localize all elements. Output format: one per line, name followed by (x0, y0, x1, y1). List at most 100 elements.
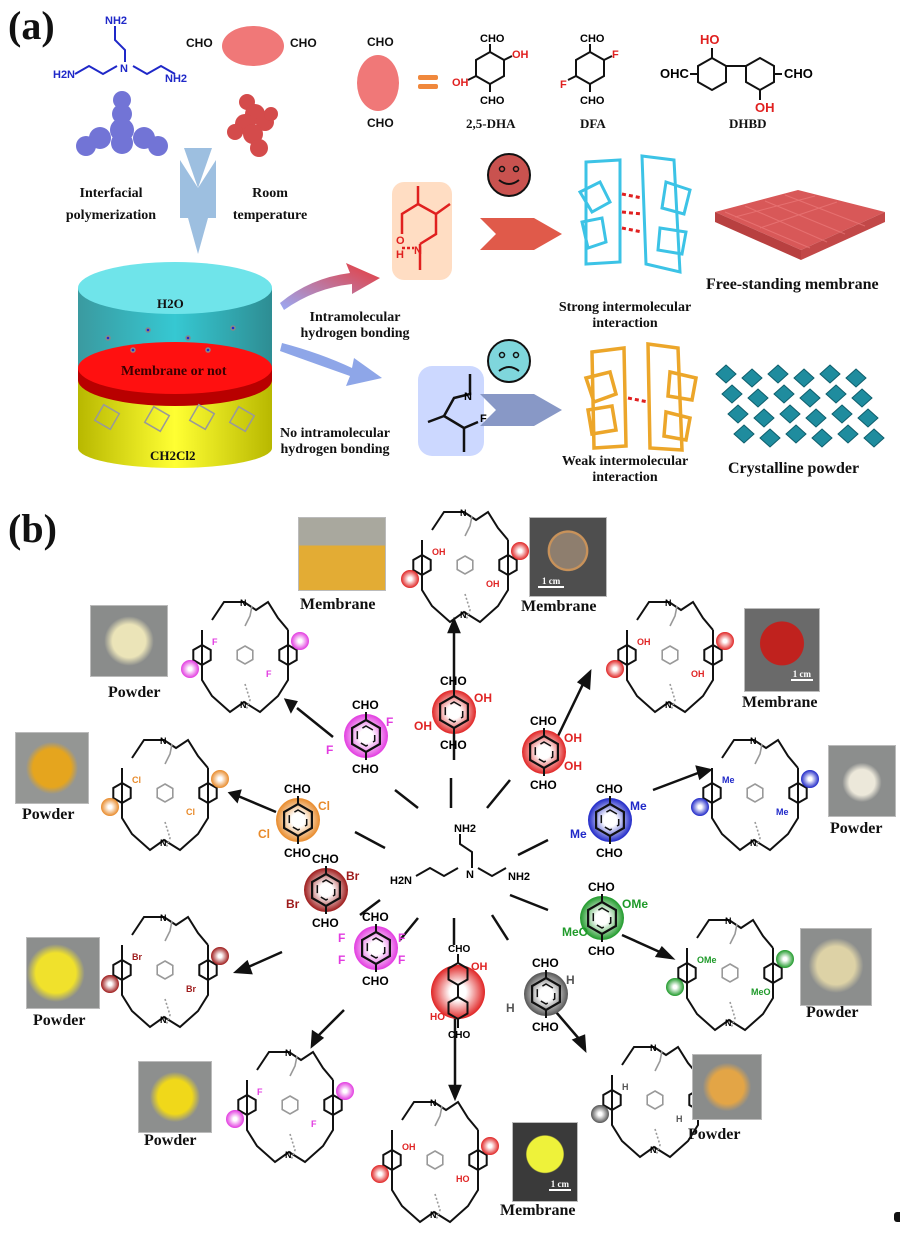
condition-line: polymerization (65, 208, 157, 223)
photo-vial-yellow (298, 517, 386, 591)
hbond-label-line: Intramolecular (309, 310, 401, 325)
outcome-label: Powder (108, 684, 161, 701)
happy-face-icon (487, 153, 531, 197)
crystal (793, 368, 815, 388)
photo-yellow-membrane: 1 cm (512, 1122, 578, 1202)
cage-n: N (725, 1018, 732, 1028)
frag2-n: N (464, 391, 472, 403)
crystal (851, 388, 873, 408)
dha-structure: CHO CHO OH OH (452, 33, 529, 107)
cage-substituent: Me (722, 775, 735, 785)
panel-b-label: (b) (8, 506, 57, 551)
cage-substituent: H (676, 1114, 683, 1124)
outcome-label: Powder (806, 1004, 859, 1021)
highlight-sphere (344, 714, 388, 758)
cage-n: N (430, 1098, 437, 1108)
cho-bottom: CHO (532, 1020, 559, 1034)
substituent: Cl (318, 799, 330, 813)
substituent: F (326, 743, 333, 757)
no-hbond-label-line: No intramolecular (279, 426, 391, 441)
frag-o: O (396, 235, 405, 247)
photo-orange-yellow-powder (692, 1054, 762, 1120)
cho-top: CHO (448, 944, 470, 955)
highlight-sphere (522, 730, 566, 774)
cage-highlight-left (666, 978, 684, 996)
cage-highlight-left (691, 798, 709, 816)
arrow-to-hbond (280, 263, 380, 310)
cage-substituent: MeO (751, 987, 771, 997)
highlight-sphere (588, 798, 632, 842)
crystal (747, 388, 769, 408)
weak-interaction-label: Weak intermolecular interaction (550, 454, 700, 486)
highlight-sphere (304, 868, 348, 912)
condition-room-temp: Room temperature (225, 186, 315, 224)
arrow-strong (480, 218, 562, 250)
cho-top: CHO (532, 956, 559, 970)
cage-highlight-left (591, 1105, 609, 1123)
amine-h2n-left: H2N (53, 69, 75, 81)
arrow-weak (480, 394, 562, 426)
crystal (825, 384, 847, 404)
dfa-f-right: F (612, 49, 619, 61)
cho-bottom: CHO (588, 944, 615, 958)
crystalline-powder-label: Crystalline powder (728, 460, 860, 477)
generic-cho-right: CHO (290, 36, 317, 50)
crystal (837, 424, 859, 444)
dhbd-cho: CHO (784, 66, 813, 81)
cage-n: N (430, 1210, 437, 1220)
cho-top: CHO (596, 782, 623, 796)
cage-n: N (285, 1150, 292, 1160)
center-nh2-top: NH2 (454, 823, 476, 835)
membrane-sheet (715, 190, 885, 260)
substituent: OH (414, 719, 432, 733)
dhbd-ohc: OHC (660, 66, 690, 81)
dha-oh-left: OH (452, 77, 469, 89)
outcome-label: Membrane (500, 1202, 576, 1219)
cage-substituent: Cl (186, 807, 195, 817)
photo-orange-powder (15, 732, 89, 804)
cage-highlight-left (401, 570, 419, 588)
no-hbond-label: No intramolecular hydrogen bonding (270, 426, 400, 458)
substituent: F (386, 715, 393, 729)
cage-highlight-right (511, 542, 529, 560)
crystal (831, 404, 853, 424)
dfa-name: DFA (580, 116, 606, 131)
oval-cho-top: CHO (367, 35, 394, 49)
hbond-label-line: hydrogen bonding (300, 326, 410, 341)
edge-mark (894, 1212, 900, 1222)
cage-substituent: OH (432, 547, 446, 557)
dha-cho-bottom: CHO (480, 95, 505, 107)
cage-highlight-right (291, 632, 309, 650)
crystal (753, 408, 775, 428)
hbond-fragment: O H N (392, 182, 452, 280)
cage-substituent: H (622, 1082, 629, 1092)
photo-pale-yellow-powder (90, 605, 168, 677)
substituent: OH (471, 961, 488, 973)
cage-highlight-right (716, 632, 734, 650)
dha-oh-right: OH (512, 49, 529, 61)
cage-n: N (240, 700, 247, 710)
crystal (733, 424, 755, 444)
panel-a-label: (a) (8, 3, 55, 48)
substituent: F (338, 953, 345, 967)
cage-highlight-right (776, 950, 794, 968)
cage-n: N (750, 838, 757, 848)
substituent: OMe (622, 897, 648, 911)
dhbd-ho: HO (700, 32, 720, 47)
crystal (773, 384, 795, 404)
aldehyde-spacefill-model (227, 94, 278, 157)
photo-red-membrane: 1 cm (744, 608, 820, 692)
cage-highlight-left (181, 660, 199, 678)
cage-substituent: Br (132, 952, 142, 962)
cho-top: CHO (362, 910, 389, 924)
free-standing-membrane-label: Free-standing membrane (706, 276, 879, 293)
strong-line: Strong intermolecular (558, 300, 692, 315)
